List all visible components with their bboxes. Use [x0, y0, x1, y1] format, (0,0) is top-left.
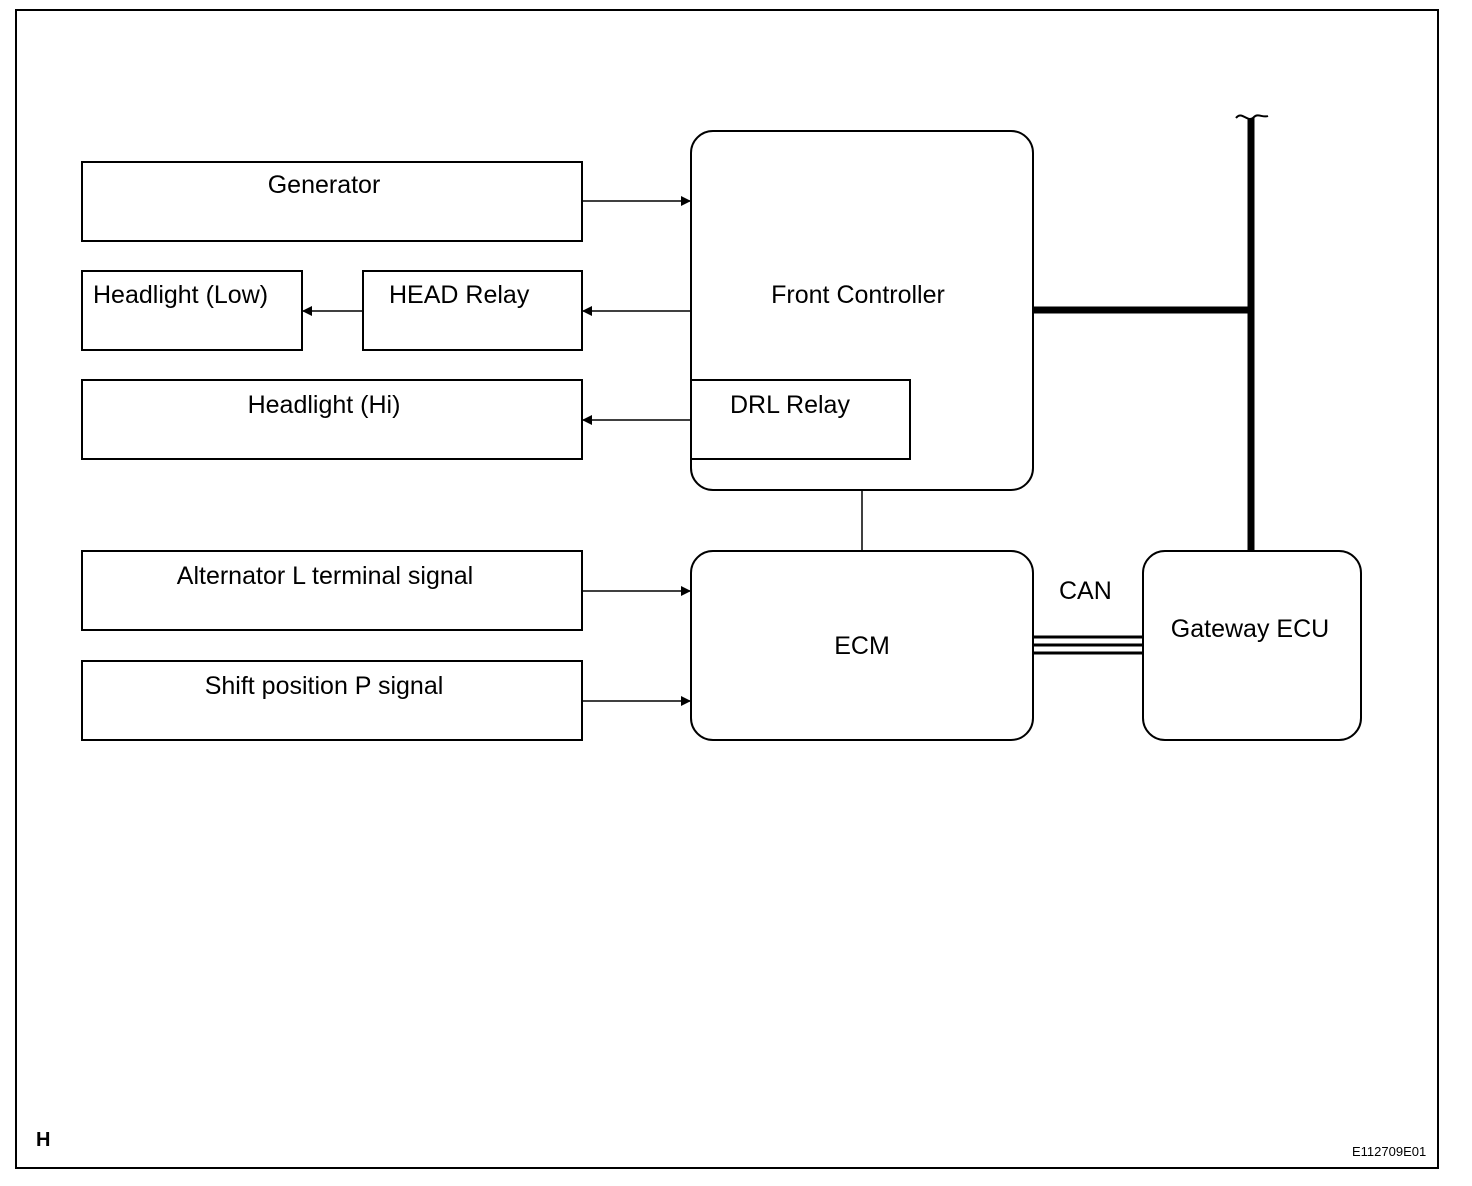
page-border	[15, 9, 1439, 1169]
drl-relay-label: DRL Relay	[730, 391, 850, 419]
generator-label: Generator	[267, 171, 381, 199]
figure-code: E112709E01	[1352, 1144, 1427, 1159]
ecm-label: ECM	[834, 632, 890, 660]
bus-break-mark	[1235, 114, 1269, 120]
gateway-ecu-box	[1142, 550, 1362, 741]
headlight-hi-label: Headlight (Hi)	[247, 391, 401, 419]
corner-mark: H	[36, 1129, 51, 1151]
alternator-signal-label: Alternator L terminal signal	[176, 562, 474, 590]
head-relay-label: HEAD Relay	[389, 281, 530, 309]
can-bus-label: CAN	[1059, 577, 1112, 605]
gateway-ecu-label: Gateway ECU	[1170, 615, 1330, 643]
front-controller-label: Front Controller	[771, 281, 945, 309]
shift-position-signal-label: Shift position P signal	[204, 672, 444, 700]
front-controller-box	[690, 130, 1034, 491]
headlight-low-label: Headlight (Low)	[93, 281, 269, 309]
